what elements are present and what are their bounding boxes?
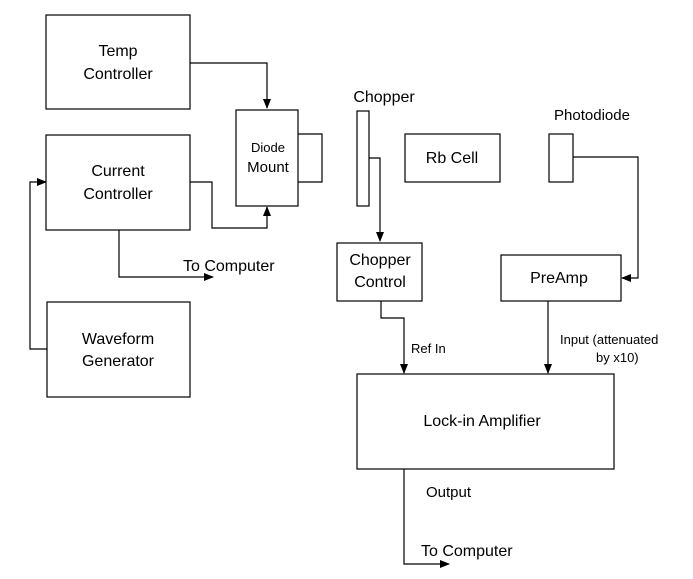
waveform-generator-label-1: Waveform — [82, 331, 154, 348]
chopper-blade — [356, 110, 370, 207]
photodiode-box — [548, 133, 574, 183]
rb-cell-box — [404, 133, 501, 183]
wire-current-to-computer — [118, 230, 214, 281]
current-controller-box — [45, 134, 191, 231]
wire-lockin-to-computer — [403, 469, 450, 568]
temp-controller-box — [45, 14, 191, 110]
rb-cell-label: Rb Cell — [426, 150, 478, 167]
input-label-2: by x10) — [596, 350, 639, 365]
to-computer-label-2: To Computer — [421, 543, 513, 560]
temp-controller-label-1: Temp — [98, 43, 137, 60]
diode-mount-box — [235, 109, 299, 207]
wire-current-to-diode — [190, 181, 271, 229]
wire-temp-to-diode — [190, 62, 271, 109]
diode-mount-side-tab — [298, 133, 323, 183]
lockin-amplifier-box — [356, 373, 615, 470]
wire-photodiode-to-preamp — [573, 156, 639, 282]
lockin-amplifier-label: Lock-in Amplifier — [423, 413, 541, 430]
wire-chopper-to-control — [369, 157, 384, 242]
ref-in-label: Ref In — [411, 341, 446, 356]
wire-control-to-lockin — [380, 301, 408, 374]
diode-mount-label-1: Diode — [251, 140, 285, 155]
diode-mount-label-2: Mount — [247, 159, 290, 176]
chopper-control-label-1: Chopper — [349, 252, 411, 269]
chopper-label: Chopper — [353, 89, 415, 106]
wire-waveform-to-current — [29, 178, 47, 350]
to-computer-label-1: To Computer — [183, 258, 275, 275]
photodiode-label: Photodiode — [554, 107, 630, 124]
output-label: Output — [426, 484, 472, 501]
preamp-label: PreAmp — [530, 270, 588, 287]
chopper-control-label-2: Control — [354, 274, 406, 291]
waveform-generator-label-2: Generator — [82, 353, 155, 370]
preamp-box — [500, 254, 622, 302]
input-label-1: Input (attenuated — [560, 332, 658, 347]
current-controller-label-2: Controller — [83, 186, 153, 203]
chopper-control-box — [336, 242, 423, 302]
waveform-generator-box — [46, 301, 191, 398]
temp-controller-label-2: Controller — [83, 66, 153, 83]
current-controller-label-1: Current — [91, 163, 145, 180]
